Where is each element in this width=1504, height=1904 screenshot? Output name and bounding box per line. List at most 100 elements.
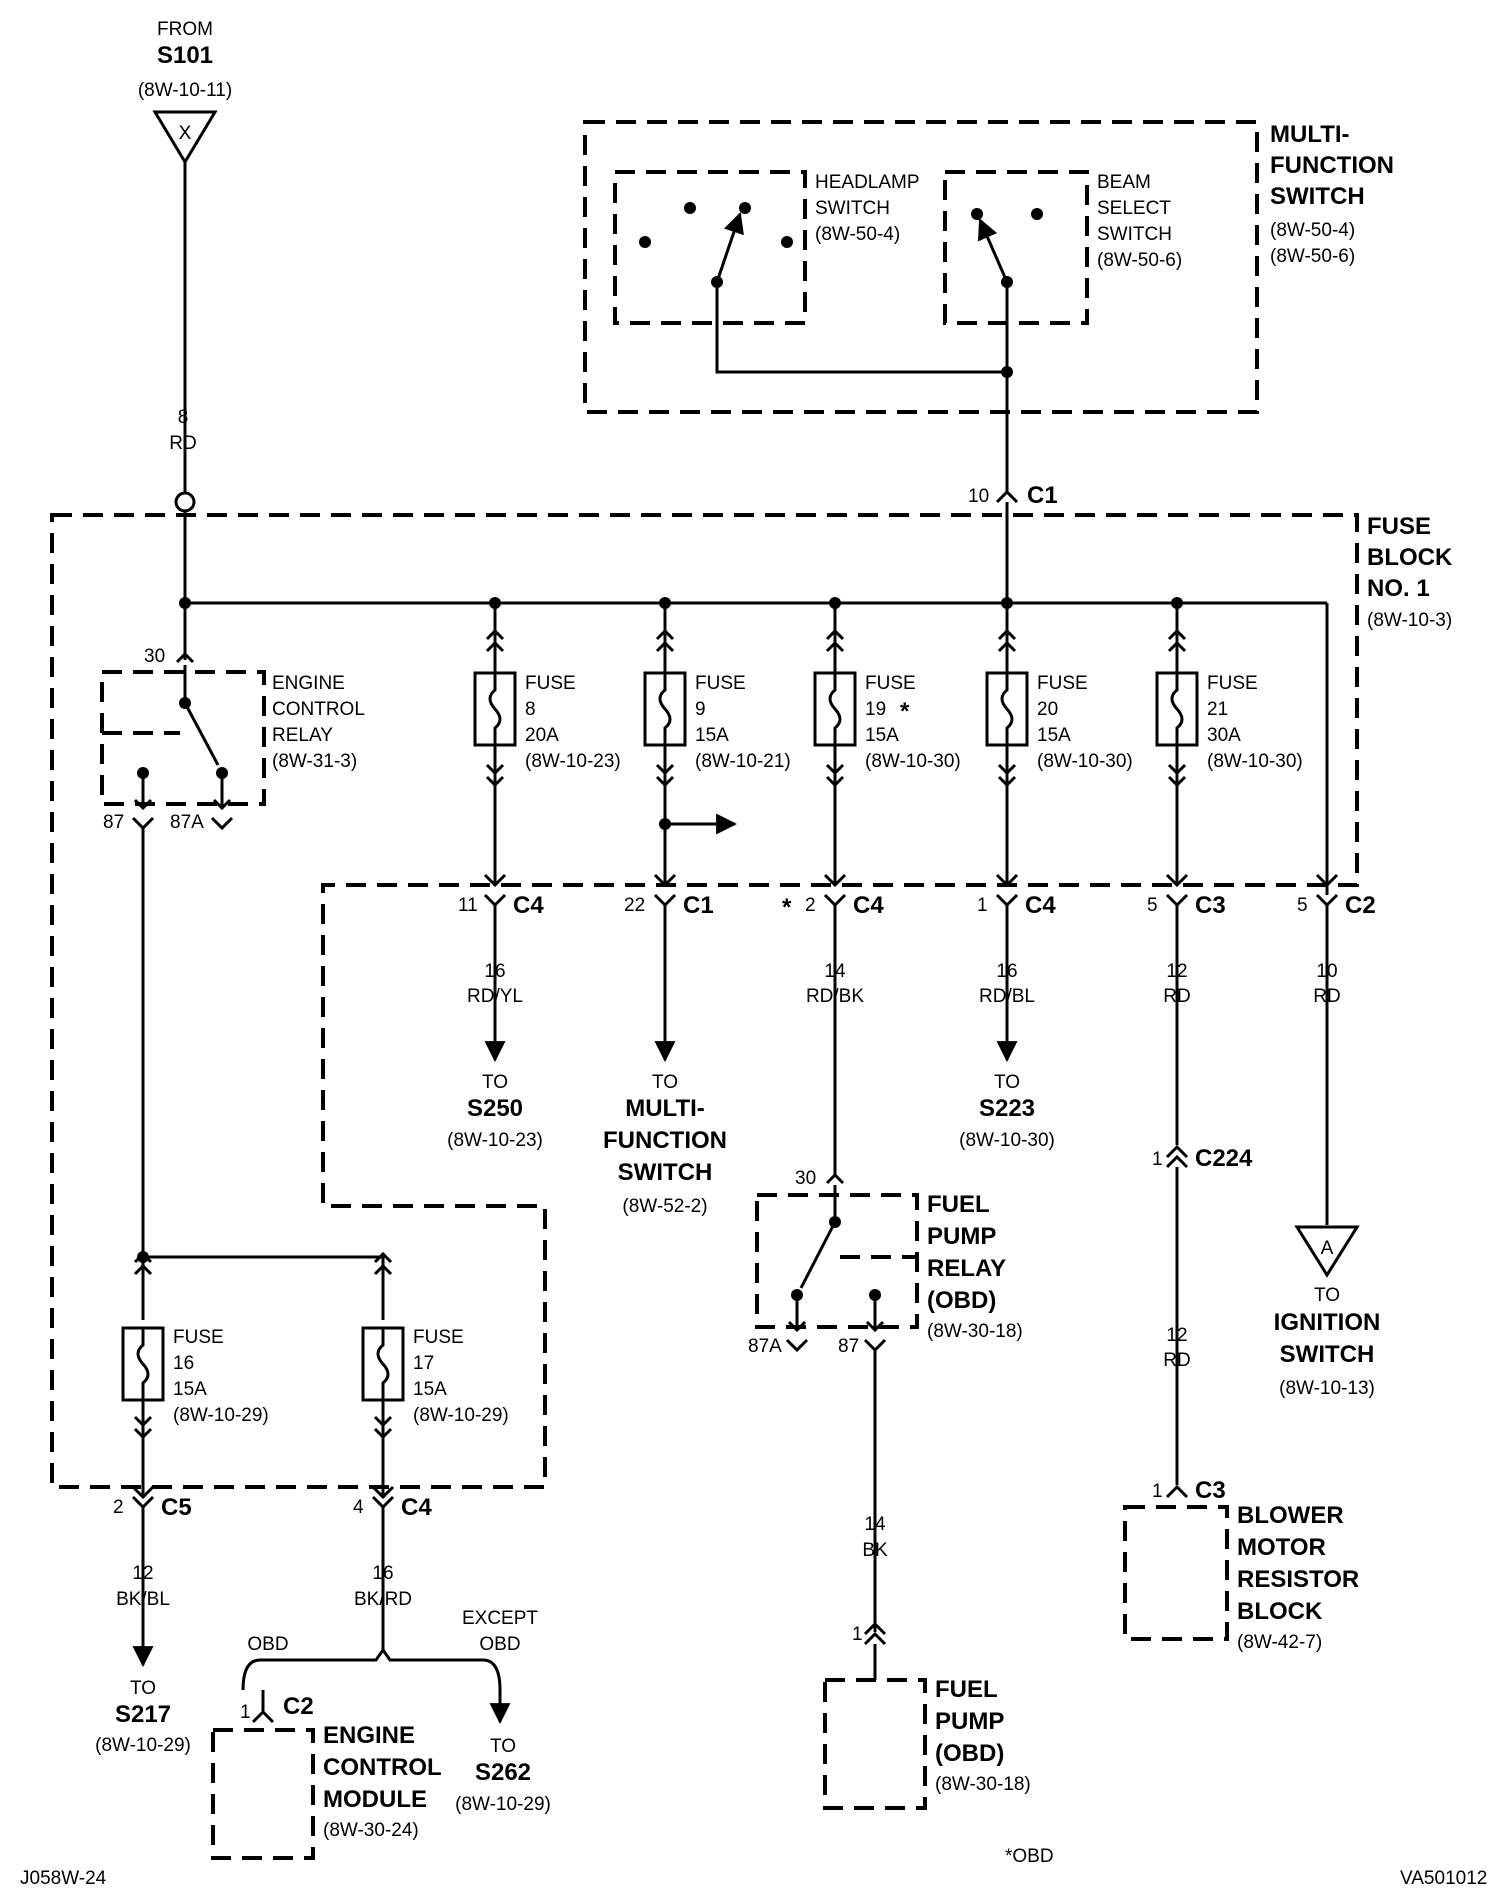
fuse-17-ref: (8W-10-29) bbox=[413, 1405, 509, 1426]
fuse-21-rating: 30A bbox=[1207, 725, 1241, 746]
a-triangle-symbol bbox=[1294, 1225, 1360, 1278]
fuse-8-rating: 20A bbox=[525, 725, 559, 746]
fuse-8-label: FUSE bbox=[525, 673, 576, 694]
s223-label: S223 bbox=[979, 1095, 1035, 1122]
conn-c4-pin2: 2 bbox=[805, 895, 816, 916]
fuse-block-outline bbox=[50, 513, 1359, 1489]
wire-fp-color: BK bbox=[862, 1540, 888, 1561]
headlamp-switch-box bbox=[613, 170, 807, 325]
footer-obd-note: *OBD bbox=[1005, 1846, 1054, 1867]
multifunction-switch: MULTI- FUNCTION SWITCH (8W-50-4) (8W-50-… bbox=[583, 120, 1394, 603]
blower-label-1: BLOWER bbox=[1237, 1502, 1344, 1529]
a-symbol-label: A bbox=[1321, 1238, 1334, 1259]
ecm-conn: C2 bbox=[283, 1693, 314, 1720]
connector-fp-symbol bbox=[863, 1621, 887, 1646]
destination-wires: 16 RD/YL TO S250 (8W-10-23) TO MULTI- FU… bbox=[447, 905, 1380, 1485]
beam-label-1: BEAM bbox=[1097, 172, 1151, 193]
fuse-16-rating: 15A bbox=[173, 1379, 207, 1400]
branch-obd: OBD bbox=[247, 1634, 288, 1655]
fuse-9-ref: (8W-10-21) bbox=[695, 751, 791, 772]
conn-c4-label-2: C4 bbox=[853, 892, 884, 919]
conn-c4-pin11: 11 bbox=[458, 895, 478, 916]
s262-label: S262 bbox=[475, 1759, 531, 1786]
wire-fpr-color: RD/BK bbox=[806, 986, 864, 1007]
wire-ign-gauge: 10 bbox=[1316, 961, 1337, 982]
wire-s250-gauge: 16 bbox=[484, 961, 505, 982]
c5-label: C5 bbox=[161, 1494, 192, 1521]
wire-c224-gauge: 12 bbox=[1166, 961, 1187, 982]
beam-label-2: SELECT bbox=[1097, 198, 1171, 219]
conn-c4-label: C4 bbox=[513, 892, 544, 919]
wire-s217-gauge: 12 bbox=[132, 1563, 153, 1584]
lower-outputs: 2 C5 12 BK/BL TO S217 (8W-10-29) 4 C4 16… bbox=[95, 1494, 551, 1815]
s101-ref: (8W-10-11) bbox=[138, 80, 232, 101]
wire-s223-color: RD/BL bbox=[979, 986, 1035, 1007]
fuse-21-number: 21 bbox=[1207, 699, 1228, 720]
connector-c3-pin5-symbol bbox=[1165, 893, 1189, 908]
beam-label-4: (8W-50-6) bbox=[1097, 250, 1182, 271]
from-label: FROM bbox=[157, 19, 213, 40]
c224-label: C224 bbox=[1195, 1145, 1253, 1172]
x-symbol-label: X bbox=[179, 123, 192, 144]
fpr-pin87: 87 bbox=[838, 1336, 859, 1357]
mfs-label-1: MULTI- bbox=[1270, 121, 1350, 148]
wire-s101-gauge: 8 bbox=[178, 407, 189, 428]
c5-pin: 2 bbox=[113, 1497, 124, 1518]
ecm-relay-label-2: CONTROL bbox=[272, 699, 365, 720]
footer-ref-id: VA501012 bbox=[1400, 1868, 1487, 1889]
ecm-relay-pin30: 30 bbox=[144, 646, 165, 667]
fuse-8-number: 8 bbox=[525, 699, 536, 720]
s217-ref: (8W-10-29) bbox=[95, 1735, 191, 1756]
blower-conn: C3 bbox=[1195, 1477, 1226, 1504]
c224-pin: 1 bbox=[1152, 1149, 1163, 1170]
splice-connector-circle bbox=[174, 491, 196, 513]
ecm-relay-pin87a: 87A bbox=[170, 812, 204, 833]
output-connectors: 11 C4 22 C1 * 2 C4 1 C4 5 C3 5 C2 bbox=[458, 873, 1376, 921]
ecm-label-2: CONTROL bbox=[323, 1754, 442, 1781]
wire-s101-color: RD bbox=[169, 433, 196, 454]
wire-branch-color: BK/RD bbox=[354, 1589, 412, 1610]
fuse-16: FUSE 16 15A (8W-10-29) bbox=[121, 1251, 269, 1500]
blower-ref: (8W-42-7) bbox=[1237, 1632, 1322, 1653]
conn-c4-pin1: 1 bbox=[977, 895, 988, 916]
branch-except-1: EXCEPT bbox=[462, 1608, 538, 1629]
beam-label-3: SWITCH bbox=[1097, 224, 1172, 245]
fpr-label-2: PUMP bbox=[927, 1223, 996, 1250]
fuse-19-obd-star: * bbox=[900, 698, 910, 725]
mfs-label-3: SWITCH bbox=[1270, 183, 1365, 210]
wire-ign-color: RD bbox=[1313, 986, 1340, 1007]
x-triangle-symbol bbox=[152, 110, 218, 165]
fuel-pump-relay-box bbox=[755, 1193, 919, 1329]
s250-label: S250 bbox=[467, 1095, 523, 1122]
fuse-9-number: 9 bbox=[695, 699, 706, 720]
obd-branch bbox=[241, 1647, 502, 1691]
blower-label-4: BLOCK bbox=[1237, 1598, 1323, 1625]
s101-label: S101 bbox=[157, 42, 213, 69]
ecm-box bbox=[211, 1728, 315, 1860]
fuse-block-label-1: FUSE bbox=[1367, 513, 1431, 540]
fuel-pump: FUEL PUMP (OBD) (8W-30-18) bbox=[823, 1676, 1031, 1810]
fuse-block-label-2: BLOCK bbox=[1367, 544, 1453, 571]
fuse-8: FUSE 8 20A (8W-10-23) bbox=[473, 603, 621, 885]
wire-s223-gauge: 16 bbox=[996, 961, 1017, 982]
conn-c4-label-3: C4 bbox=[1025, 892, 1056, 919]
blower-pin: 1 bbox=[1152, 1481, 1163, 1502]
conn-c1-pin22: 22 bbox=[624, 895, 645, 916]
mfs-dest-2: FUNCTION bbox=[603, 1127, 727, 1154]
wire-c224-color: RD bbox=[1163, 986, 1190, 1007]
fuse-block-label-3: NO. 1 bbox=[1367, 575, 1430, 602]
conn-c3-pin5: 5 bbox=[1147, 895, 1158, 916]
ecm-label-1: ENGINE bbox=[323, 1722, 415, 1749]
connector-c1-pin22-symbol bbox=[653, 893, 677, 908]
fuse-19-rating: 15A bbox=[865, 725, 899, 746]
conn-c3-label: C3 bbox=[1195, 892, 1226, 919]
fuse-9: FUSE 9 15A (8W-10-21) bbox=[643, 603, 791, 885]
wire-blower-gauge: 12 bbox=[1166, 1325, 1187, 1346]
fuse-19-number: 19 bbox=[865, 699, 886, 720]
headlamp-switch-blade bbox=[715, 212, 744, 283]
fuse-21: FUSE 21 30A (8W-10-30) bbox=[1155, 603, 1303, 885]
ignition-ref: (8W-10-13) bbox=[1279, 1378, 1375, 1399]
fuse-19-label: FUSE bbox=[865, 673, 916, 694]
blower-label-3: RESISTOR bbox=[1237, 1566, 1359, 1593]
